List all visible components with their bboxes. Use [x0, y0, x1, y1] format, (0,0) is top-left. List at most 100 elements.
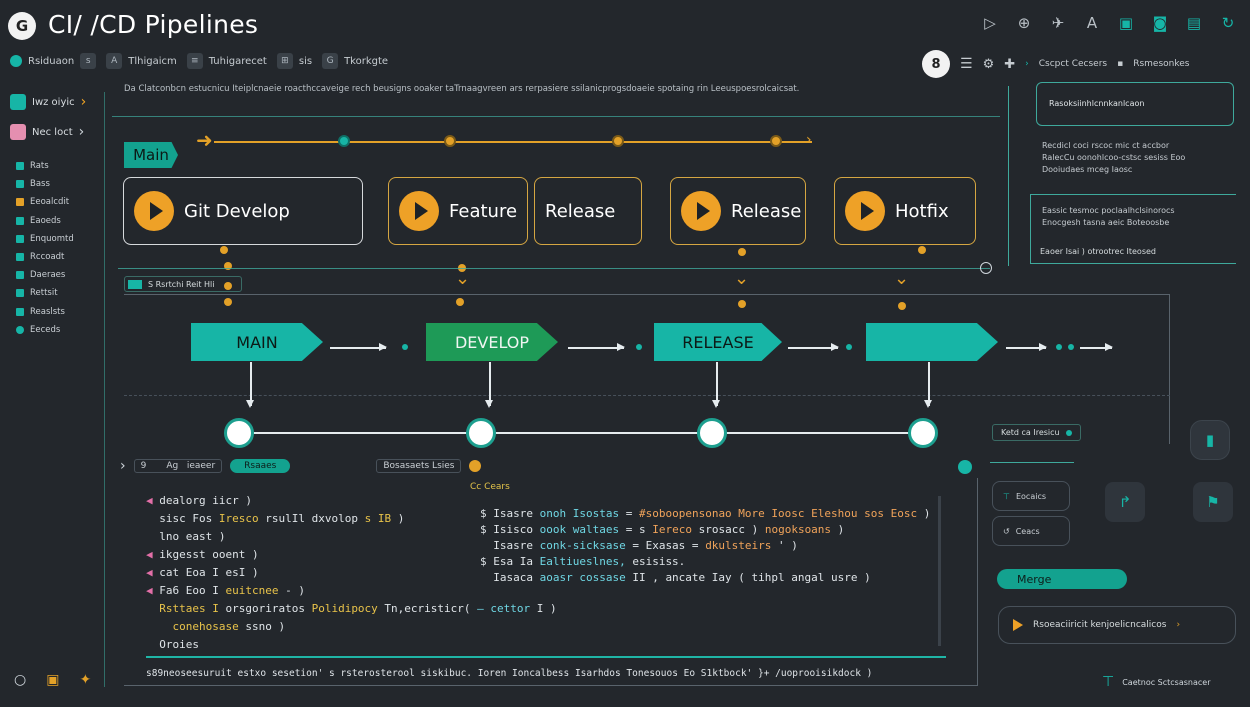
info-box[interactable]: Rasoksiinhlcnnkanlcaon — [1036, 82, 1234, 126]
card-label: Release — [731, 200, 802, 222]
sidebar-section-1[interactable]: Iwz oiyic › — [10, 94, 86, 110]
tab-icon: ≡ — [186, 53, 203, 69]
code-line: $ Isasre onoh Isostas = #soboopensonao M… — [480, 506, 930, 522]
code-scrollbar[interactable] — [938, 496, 941, 646]
list-icon[interactable]: ☰ — [960, 56, 973, 72]
tab-tkorkgte[interactable]: G Tkorkgte — [322, 53, 388, 69]
stage-release[interactable]: RELEASE — [654, 323, 782, 361]
timeline-node[interactable] — [466, 418, 496, 448]
refresh-icon[interactable]: ↻ — [1221, 14, 1235, 32]
flag-button[interactable]: ⚑ — [1193, 482, 1233, 522]
card-release-2[interactable]: Release — [670, 177, 806, 245]
pin-icon[interactable]: ✈ — [1051, 14, 1065, 32]
commit-dot[interactable] — [444, 135, 456, 147]
bot-icon[interactable]: ▣ — [1118, 14, 1134, 32]
play-icon[interactable]: ▷ — [984, 14, 996, 32]
text-icon[interactable]: A — [1086, 14, 1098, 32]
robot-icon[interactable]: ⚙ — [982, 56, 995, 72]
user-avatar[interactable]: 8 — [922, 50, 950, 78]
timeline-node[interactable] — [697, 418, 727, 448]
eocaics-button[interactable]: ⊤ Eocaics — [992, 481, 1070, 511]
arrow-right-icon: ➜ — [196, 128, 213, 152]
code-token: dkulsteirs — [705, 539, 772, 552]
status-chip-label: S Rsrtchi Reit Hli — [148, 279, 215, 289]
circle-icon[interactable] — [980, 262, 992, 274]
code-token: ' ) — [771, 539, 798, 552]
sidebar-item[interactable]: Rccoadt — [16, 248, 74, 266]
tab-tuhigarecet[interactable]: ≡ Tuhigarecet — [186, 53, 267, 69]
info-text-line: Dooiudaes mceg Iaosc — [1042, 165, 1133, 174]
sidebar-head-label: Nec loct — [32, 126, 73, 138]
code-token: ) — [391, 512, 405, 525]
code-block-right[interactable]: $ Isasre onoh Isostas = #soboopensonao M… — [480, 506, 930, 586]
commit-dot[interactable] — [612, 135, 624, 147]
code-line: $ Isisco oook waltaes = s Iereco srosacc… — [480, 522, 930, 538]
sidebar-item-label: Eaoeds — [30, 215, 61, 226]
chevron-down-icon: ⌄ — [455, 268, 471, 289]
code-editor[interactable] — [124, 478, 978, 686]
pin-icon[interactable]: ✚ — [1004, 56, 1016, 72]
tab-rsiduaon[interactable]: Rsiduaon s — [10, 53, 97, 69]
info-text-2: Eassic tesmoc poclaalhclsinorocs Enocges… — [1042, 205, 1175, 229]
timeline-node[interactable] — [224, 418, 254, 448]
code-token: rsulIl dxvolop — [258, 512, 365, 525]
code-block-left[interactable]: ◀ dealorg iicr ) sisc Fos Iresco rsulIl … — [146, 492, 557, 654]
timeline-node[interactable] — [908, 418, 938, 448]
square-button[interactable]: ▮ — [1190, 420, 1230, 460]
stage-develop[interactable]: DEVELOP — [426, 323, 558, 361]
connector-dot — [738, 248, 746, 256]
item-icon — [16, 198, 24, 207]
status-chip[interactable]: S Rsrtchi Reit Hli — [124, 276, 242, 292]
ceacs-button[interactable]: ↺ Ceacs — [992, 516, 1070, 546]
tasks-chip[interactable]: Ketd ca Iresicu — [992, 424, 1081, 441]
chat-icon[interactable]: ◙ — [1152, 14, 1168, 32]
commit-dot[interactable] — [770, 135, 782, 147]
code-token: lno east ) — [146, 530, 226, 543]
chevron-right-icon: › — [1025, 59, 1029, 69]
stage-main[interactable]: MAIN — [191, 323, 323, 361]
tab-tlhigaicm[interactable]: A Tlhigaicm — [106, 53, 177, 69]
box-icon[interactable]: ▣ — [46, 672, 60, 688]
bird-icon[interactable]: ✦ — [79, 672, 92, 688]
tab-icon: ⊞ — [276, 53, 293, 69]
toolbar-item-rsmesonkes[interactable]: Rsmesonkes — [1133, 59, 1190, 69]
merge-button[interactable]: Merge — [997, 569, 1127, 589]
code-token — [146, 620, 173, 633]
sidebar-item[interactable]: Daeraes — [16, 266, 74, 284]
sidebar-item[interactable]: Eeceds — [16, 321, 74, 339]
sidebar-item[interactable]: Bass — [16, 175, 74, 193]
code-token — [146, 602, 159, 615]
lock-icon[interactable]: ▤ — [1186, 14, 1202, 32]
sidebar-item[interactable]: Eaoeds — [16, 212, 74, 230]
chevron-down-icon: ⌄ — [734, 268, 750, 289]
main-branch-tag[interactable]: Main — [124, 142, 178, 168]
sidebar-item[interactable]: Eeoalcdit — [16, 193, 74, 211]
code-pill[interactable]: Rsaaes — [230, 459, 291, 473]
globe-icon[interactable]: ⊕ — [1017, 14, 1031, 32]
sidebar-item[interactable]: Reaslsts — [16, 303, 74, 321]
item-icon — [16, 216, 24, 225]
code-token: II , ancate Iay ( tihpl angal usre ) — [625, 571, 871, 584]
sidebar-item[interactable]: Rettsit — [16, 284, 74, 302]
code-token: srosacc ) — [691, 523, 765, 536]
code-token: s IB — [364, 512, 392, 525]
run-pipeline-bar[interactable]: Rsoeaciiricit kenjoelicncalicos › — [998, 606, 1236, 644]
branch-button[interactable]: ↱ — [1105, 482, 1145, 522]
card-git-develop[interactable]: Git Develop — [123, 177, 363, 245]
stage-next[interactable] — [866, 323, 998, 361]
code-token: Iasaca — [480, 571, 540, 584]
code-token: euitcnee — [225, 584, 279, 597]
commit-dot[interactable] — [338, 135, 350, 147]
card-hotfix[interactable]: Hotfix — [834, 177, 976, 245]
card-release[interactable]: Release — [534, 177, 642, 245]
card-feature[interactable]: Feature — [388, 177, 528, 245]
play-icon — [1013, 619, 1023, 631]
circle-icon[interactable]: ○ — [14, 672, 27, 688]
sidebar-item[interactable]: Enquomtd — [16, 230, 74, 248]
connector-dot — [1056, 344, 1062, 350]
tab-sis[interactable]: ⊞ sis — [276, 53, 312, 69]
code-token: Fa6 Eoo I — [159, 584, 226, 597]
sidebar-item[interactable]: Rats — [16, 157, 74, 175]
toolbar-item-cecsers[interactable]: Cscpct Cecsers — [1038, 59, 1108, 69]
sidebar-section-2[interactable]: Nec loct › — [10, 124, 84, 140]
